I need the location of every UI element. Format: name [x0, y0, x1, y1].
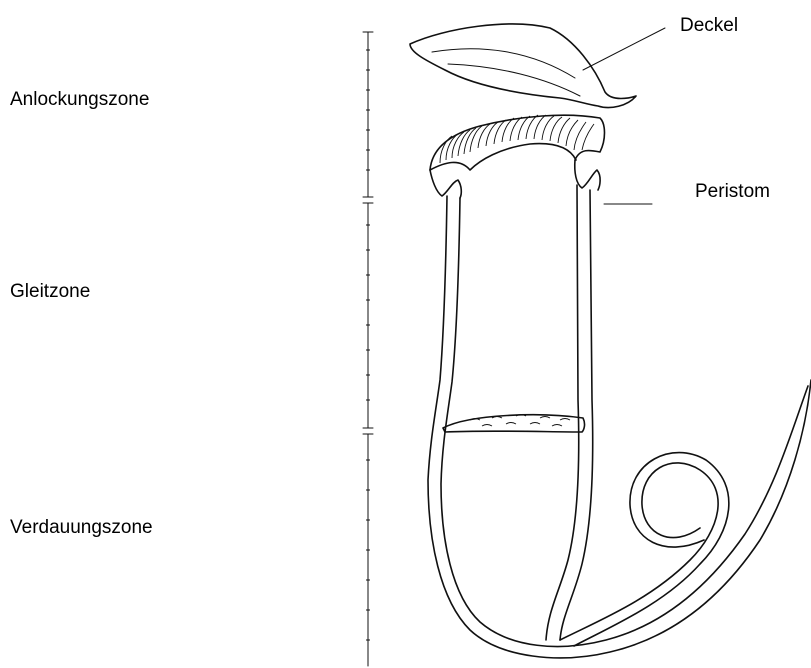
pitcher-body	[428, 185, 811, 658]
digestive-fluid	[443, 415, 585, 433]
peristome	[430, 115, 605, 198]
zone-scale-bar	[363, 32, 373, 666]
deckel-leader-line	[583, 28, 665, 70]
lid	[410, 24, 636, 108]
